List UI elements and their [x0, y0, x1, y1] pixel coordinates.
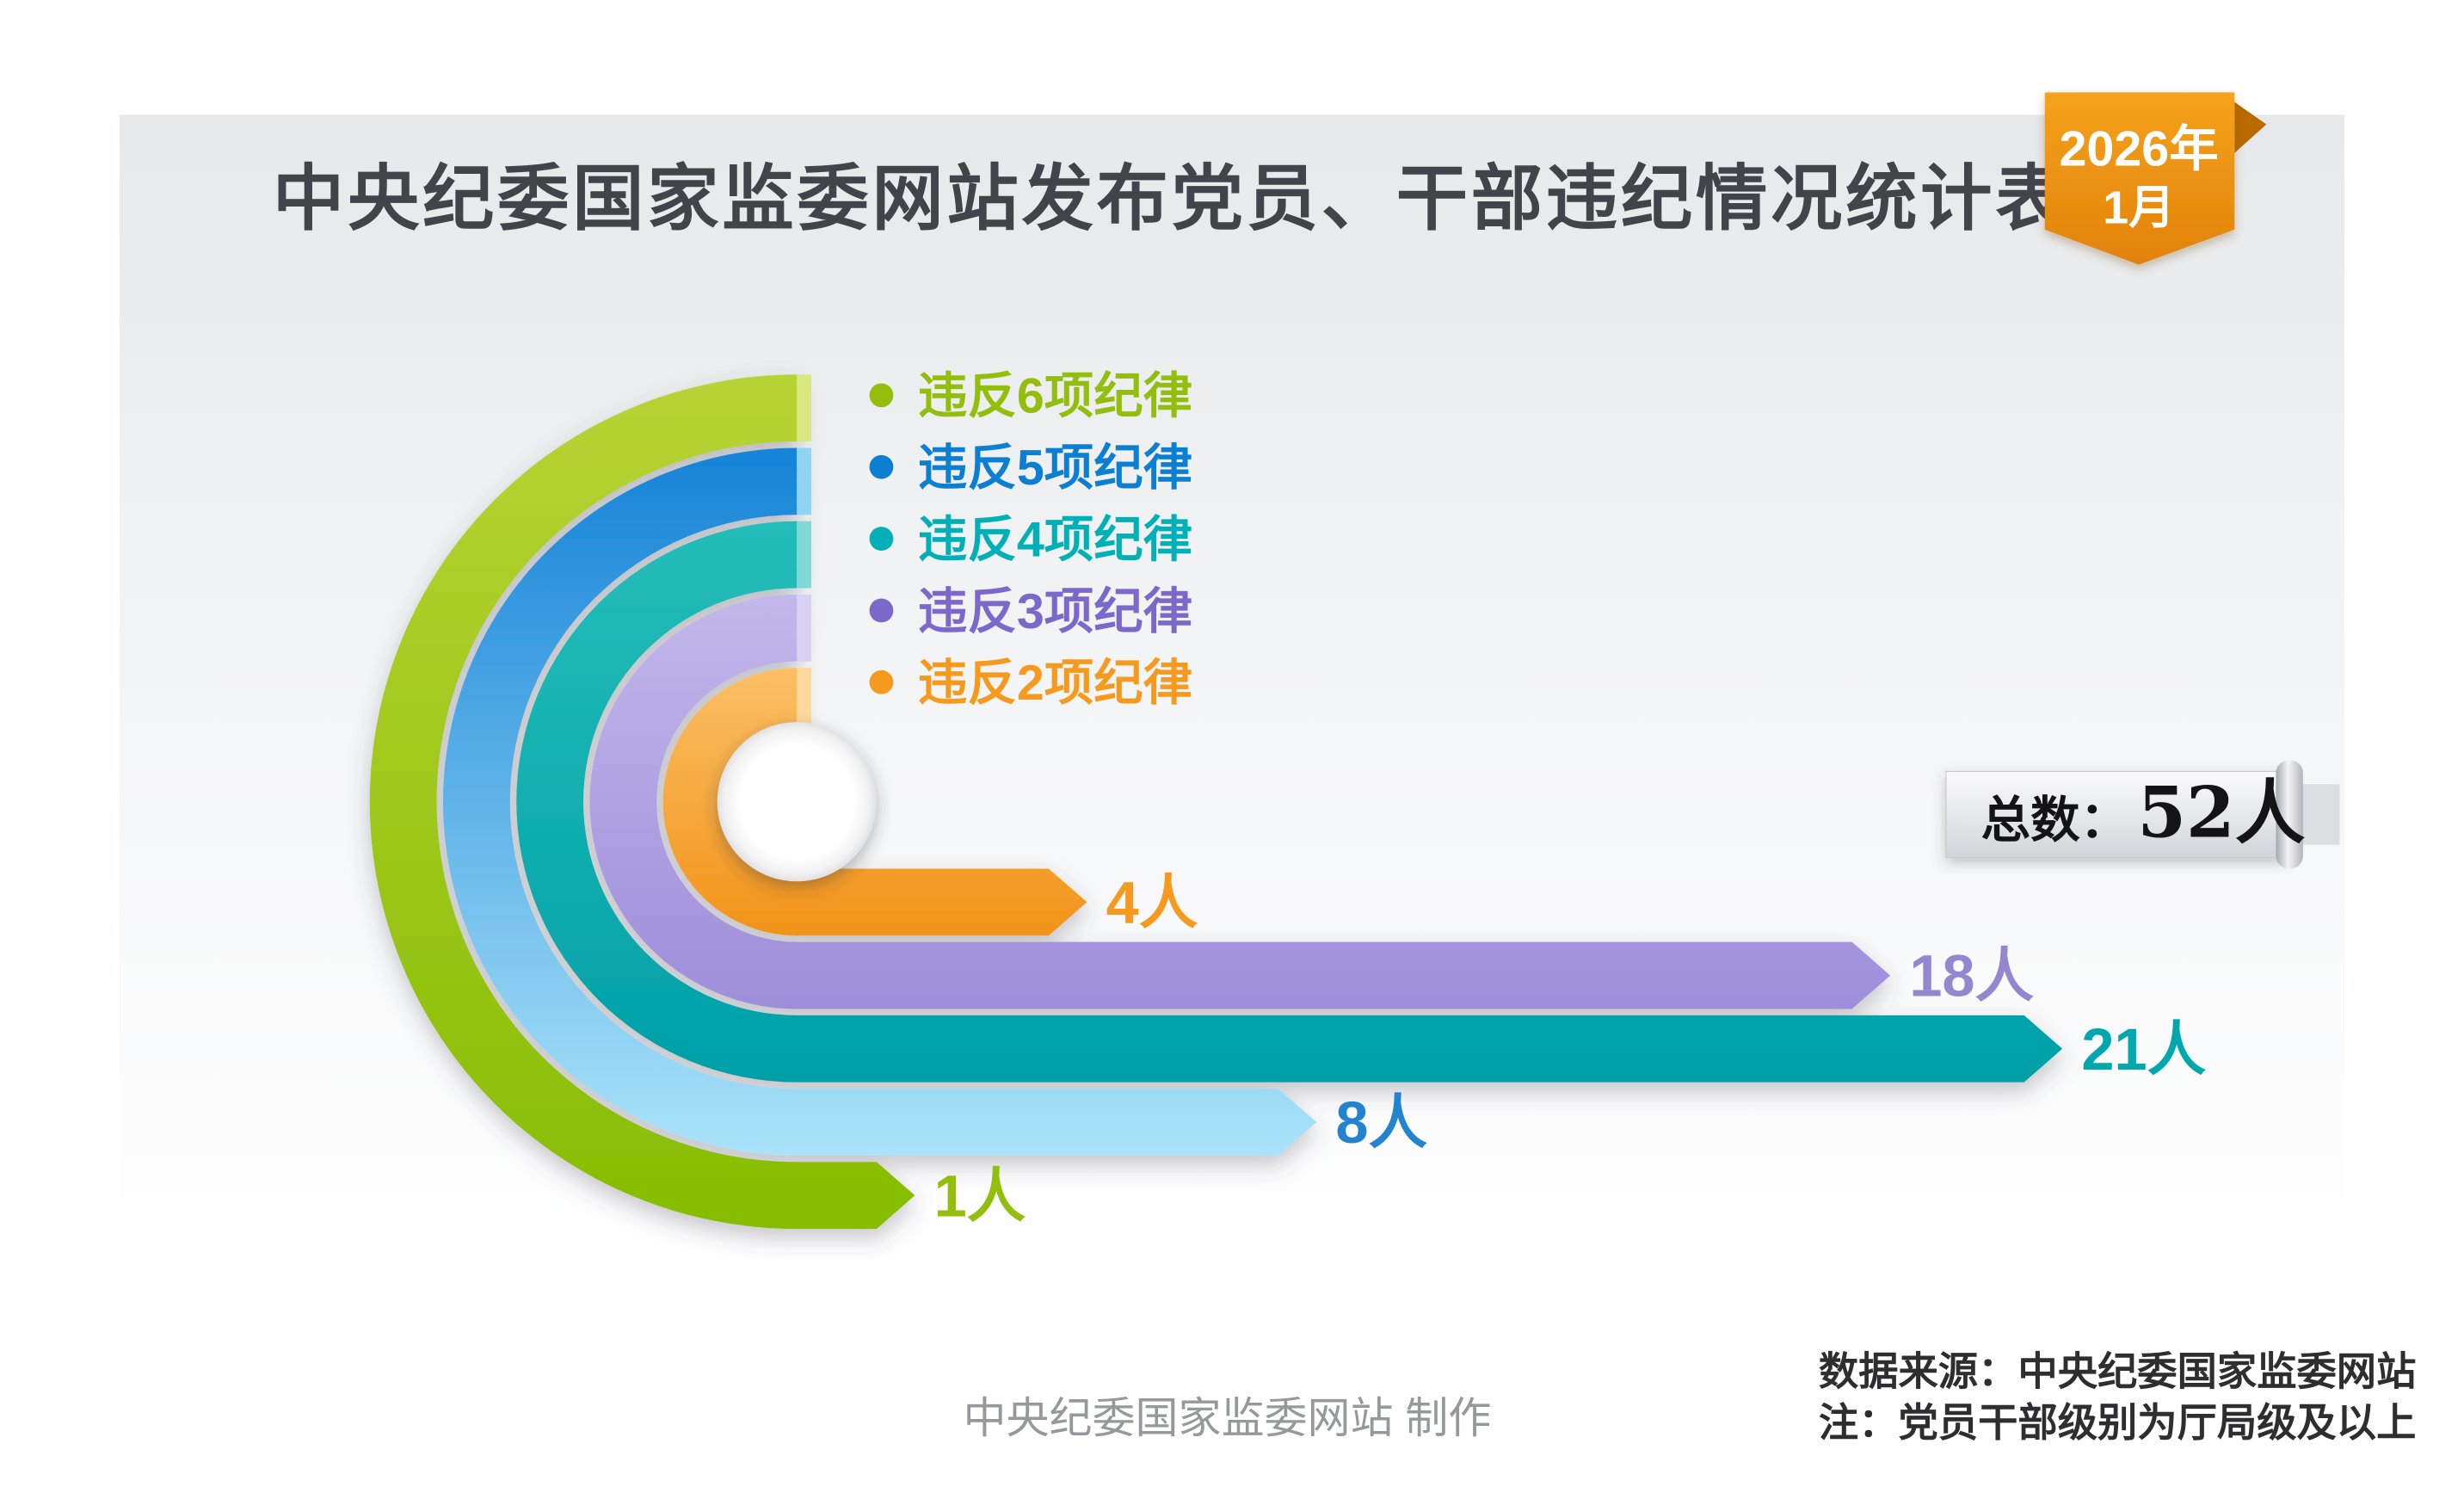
legend-bullet-1	[869, 454, 894, 479]
source-text: 数据来源：中央纪委国家监委网站	[1819, 1349, 2417, 1394]
series-0-value-label: 1人	[934, 1163, 1026, 1229]
legend-bullet-0	[869, 383, 894, 408]
legend-label-1: 违反5项纪律	[918, 441, 1192, 496]
total-banner: 总数： 52人	[1945, 760, 2340, 869]
chart-value-labels: 1人 8人 21人 18人 4人	[934, 869, 2207, 1229]
ribbon-fold	[2234, 102, 2267, 153]
date-ribbon: 2026年 1月	[2044, 92, 2267, 265]
credit-text: 中央纪委国家监委网站 制作	[963, 1394, 1491, 1442]
series-1-edge-face	[797, 447, 811, 515]
total-value: 52人	[2137, 771, 2305, 854]
legend-label-0: 违反6项纪律	[918, 369, 1192, 424]
series-4-value-label: 4人	[1106, 869, 1198, 935]
series-3-edge-face	[797, 594, 811, 662]
series-0-shape	[369, 374, 915, 1230]
ribbon-year: 2026年	[2060, 122, 2219, 177]
total-banner-roll	[2276, 760, 2303, 869]
series-0-edge-face	[797, 374, 811, 442]
series-2-edge-face	[797, 521, 811, 589]
chart-edge-face-layer	[797, 374, 811, 735]
series-2-value-label: 21人	[2081, 1016, 2206, 1083]
legend-bullet-4	[869, 669, 894, 694]
series-2-shape	[516, 521, 2063, 1083]
series-4-edge-face	[797, 668, 811, 735]
ribbon-body	[2044, 92, 2235, 265]
legend-bullet-3	[869, 598, 894, 623]
ribbon-month: 1月	[2103, 182, 2175, 233]
legend-bullet-2	[869, 527, 894, 551]
legend-label-3: 违反3项纪律	[918, 584, 1192, 639]
legend-label-2: 违反4项纪律	[918, 512, 1192, 567]
total-text: 总数： 52人	[1981, 771, 2306, 854]
series-3-value-label: 18人	[1909, 943, 2034, 1009]
page-title: 中央纪委国家监委网站发布党员、干部违纪情况统计表	[273, 158, 2070, 238]
note-text: 注：党员干部级别为厅局级及以上	[1819, 1400, 2417, 1445]
total-label: 总数：	[1981, 790, 2129, 848]
series-3-shape	[589, 594, 1891, 1009]
series-1-value-label: 8人	[1335, 1089, 1427, 1156]
chart-hub	[717, 722, 877, 882]
total-banner-band	[1945, 770, 2285, 859]
legend-label-4: 违反2项纪律	[918, 656, 1192, 711]
